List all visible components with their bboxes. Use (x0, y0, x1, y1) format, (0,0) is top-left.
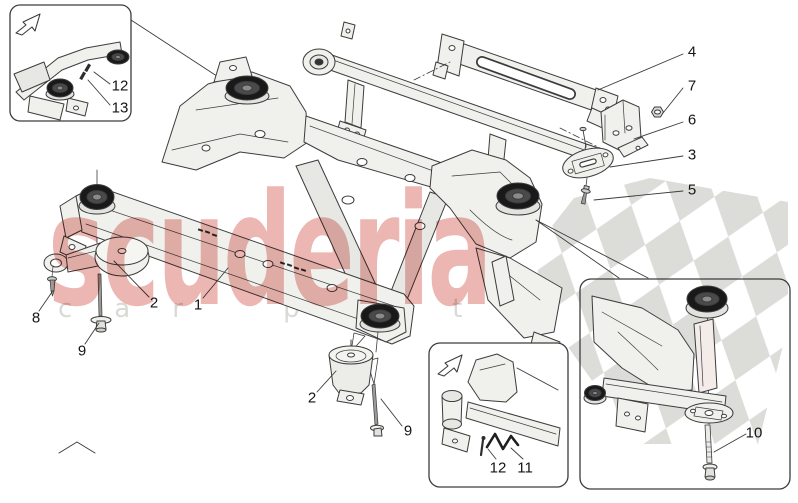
plate-part3 (562, 126, 614, 187)
mount-bracket-part6 (600, 99, 649, 158)
callout-12-top-inset[interactable]: 12 (111, 77, 129, 95)
callout-leaders (38, 53, 684, 427)
page-chevron-mark (58, 441, 96, 454)
screw-part12 (479, 438, 485, 457)
detail-leader-line (535, 219, 620, 279)
callout-4[interactable]: 4 (687, 43, 697, 61)
inset-box-top-left (9, 4, 132, 122)
inset-connector-line (130, 19, 227, 83)
callout-5[interactable]: 5 (687, 181, 697, 199)
detail-arrow-icon (15, 13, 41, 36)
detail-arrow-icon (437, 354, 463, 377)
nut-part7 (651, 106, 664, 118)
callout-8[interactable]: 8 (31, 309, 41, 327)
left-mount-lever (43, 236, 150, 333)
bolt-part10 (702, 424, 718, 481)
screw-part5 (580, 185, 591, 205)
inset-box-bottom-right (579, 278, 791, 490)
callout-10[interactable]: 10 (745, 424, 763, 442)
callout-13[interactable]: 13 (111, 99, 129, 117)
callout-9-left[interactable]: 9 (77, 342, 87, 360)
rubber-bushings (78, 75, 541, 333)
callout-2-center[interactable]: 2 (307, 389, 317, 407)
callout-3[interactable]: 3 (687, 146, 697, 164)
callout-6[interactable]: 6 (687, 111, 697, 129)
callout-11[interactable]: 11 (517, 459, 533, 477)
callout-12-mid-inset[interactable]: 12 (489, 459, 507, 477)
main-subframe (59, 56, 563, 359)
callout-7[interactable]: 7 (687, 77, 697, 95)
callout-2-left[interactable]: 2 (149, 294, 159, 312)
inset-box-bottom-middle (428, 342, 569, 488)
detail-leader-line (535, 219, 649, 279)
callout-1[interactable]: 1 (193, 296, 203, 314)
clip-part11 (485, 432, 520, 451)
center-mount (328, 331, 384, 437)
callout-9-center[interactable]: 9 (403, 422, 413, 440)
